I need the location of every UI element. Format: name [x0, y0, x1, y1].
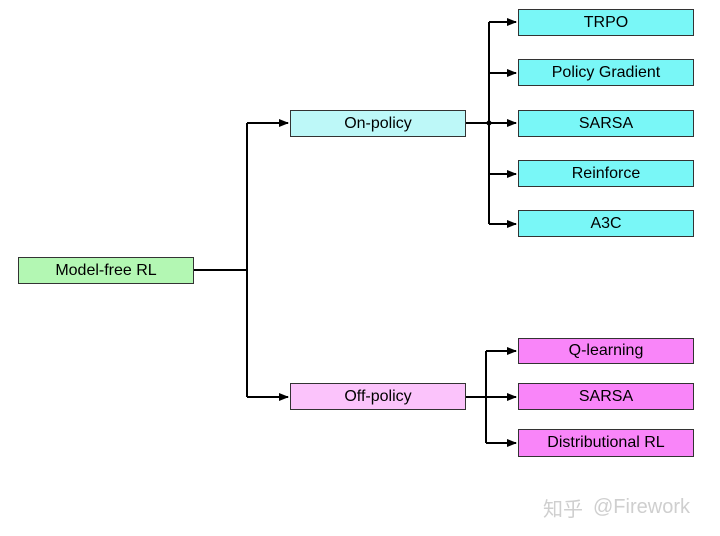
watermark: 知乎 @Firework: [543, 492, 713, 522]
node-on-policy: On-policy: [290, 110, 466, 137]
leaf-a3c: A3C: [518, 210, 694, 237]
watermark-zhihu: 知乎: [543, 496, 583, 521]
leaf-trpo: TRPO: [518, 9, 694, 36]
leaf-distributional-rl: Distributional RL: [518, 429, 694, 457]
node-off-policy: Off-policy: [290, 383, 466, 410]
leaf-policy-gradient: Policy Gradient: [518, 59, 694, 86]
junction-dot: [486, 120, 492, 126]
node-model-free-rl: Model-free RL: [18, 257, 194, 284]
leaf-q-learning: Q-learning: [518, 338, 694, 364]
leaf-sarsa-on: SARSA: [518, 110, 694, 137]
leaf-reinforce: Reinforce: [518, 160, 694, 187]
watermark-handle: @Firework: [593, 495, 690, 518]
leaf-sarsa-off: SARSA: [518, 383, 694, 410]
